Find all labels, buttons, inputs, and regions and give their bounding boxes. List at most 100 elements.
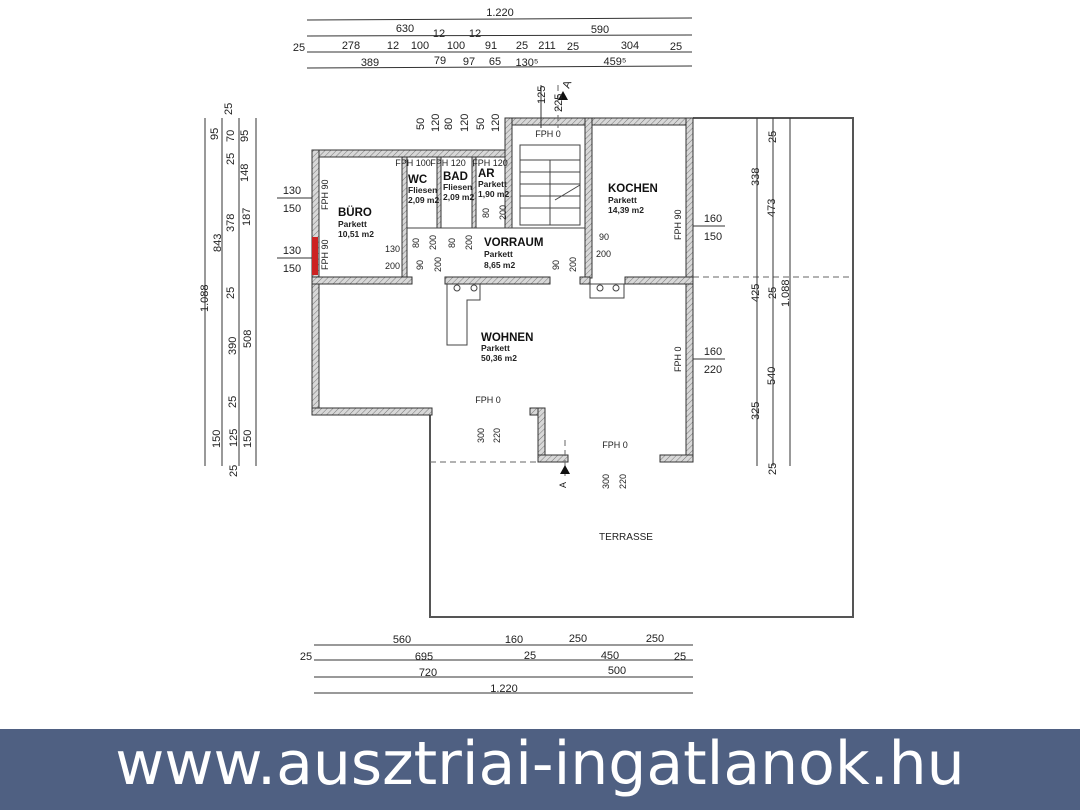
window-width: 160: [704, 346, 722, 358]
dim-label: 95: [239, 130, 251, 142]
dim-label: 1.220: [486, 7, 514, 19]
room-vorraum: VORRAUM Parkett 8,65 m2: [484, 237, 543, 270]
top-dimensions: 1.220 630 590 25 278 12 100 12 100 12 91…: [293, 7, 682, 132]
dim-label: 25: [225, 153, 237, 165]
dim-label: 25: [767, 287, 779, 299]
dim-label: 25: [524, 650, 536, 662]
bottom-dimensions: 560 160 250 250 25 695 25 450 25 720 500…: [300, 633, 686, 695]
dim-label: 150: [211, 430, 223, 448]
fph-label: FPH 90: [320, 179, 330, 210]
dim-label: 560: [393, 634, 411, 646]
room-name: WOHNEN: [481, 332, 533, 344]
room-area: 14,39 m2: [608, 205, 644, 215]
dim-label: 160: [505, 634, 523, 646]
fph-label: FPH 120: [430, 158, 466, 168]
window-width: 130: [283, 245, 301, 257]
dimension-lines: [204, 17, 791, 694]
section-label: A: [561, 78, 575, 90]
dim-label: 473: [766, 199, 778, 217]
dim-label: 91: [485, 40, 497, 52]
left-dimensions: 1.088 95 843 150 25 70 25 378 25 390 25 …: [199, 103, 312, 477]
room-floor: Fliesen: [408, 185, 437, 195]
dim-label: 25: [670, 41, 682, 53]
fph-label: FPH 0: [673, 346, 683, 372]
dim-label: 50: [475, 118, 487, 130]
dim-label: 590: [591, 24, 609, 36]
dim-label: 187: [241, 208, 253, 226]
dim-label: 79: [434, 55, 446, 67]
dim-label: 1.220: [490, 683, 518, 695]
window-height: 150: [283, 203, 301, 215]
dim-label: 25: [674, 651, 686, 663]
dim-label: 540: [766, 367, 778, 385]
section-label: A: [558, 482, 568, 488]
dim-label: 120: [490, 114, 502, 132]
dim-label: 25: [567, 41, 579, 53]
window-height: 220: [704, 364, 722, 376]
room-wohnen: WOHNEN Parkett 50,36 m2: [481, 332, 533, 363]
opening-width: 300: [476, 428, 486, 443]
room-area: 10,51 m2: [338, 229, 374, 239]
dim-label: 389: [361, 57, 379, 69]
dim-label: 508: [242, 330, 254, 348]
door-height: 200: [464, 235, 474, 250]
dim-label: 338: [750, 168, 762, 186]
dim-label: 1.088: [199, 284, 211, 312]
room-wc: WC Fliesen 2,09 m2: [408, 174, 439, 205]
dim-label: 250: [569, 633, 587, 645]
room-name: KOCHEN: [608, 183, 658, 195]
dim-label: 125: [228, 429, 240, 447]
dim-label: 80: [443, 118, 455, 130]
dim-label: 25: [225, 287, 237, 299]
dim-label: 25: [767, 131, 779, 143]
door-width: 80: [481, 208, 491, 218]
section-marker-icon: [558, 91, 568, 100]
dim-label: 150: [242, 430, 254, 448]
dim-label: 695: [415, 651, 433, 663]
dim-label: 97: [463, 56, 475, 68]
door-dimensions: 130 200 80 200 90 200 80 200 80 200 90 2…: [385, 205, 628, 489]
room-name: BAD: [443, 171, 468, 183]
dim-label: 148: [239, 164, 251, 182]
dim-label: 70: [225, 130, 237, 142]
room-floor: Parkett: [484, 249, 513, 259]
dim-label: 450: [601, 650, 619, 662]
door-width: 90: [599, 232, 609, 242]
dim-label: 250: [646, 633, 664, 645]
dim-label: 120: [459, 114, 471, 132]
door-width: 130: [385, 244, 400, 254]
window-width: 160: [704, 213, 722, 225]
opening-height: 220: [492, 428, 502, 443]
room-name: BÜRO: [338, 206, 372, 219]
dim-label: 325: [750, 402, 762, 420]
dim-label: 843: [212, 234, 224, 252]
opening-height: 220: [618, 474, 628, 489]
dim-label: 225: [553, 94, 565, 112]
fph-label: FPH 0: [475, 395, 501, 405]
door-width: 80: [447, 238, 457, 248]
room-name: AR: [478, 168, 495, 180]
window-height: 150: [704, 231, 722, 243]
fph-label: FPH 0: [602, 440, 628, 450]
room-bad: BAD Fliesen 2,09 m2: [443, 171, 474, 202]
dim-label: 500: [608, 665, 626, 677]
dim-label: 390: [227, 337, 239, 355]
room-ar: AR Parkett 1,90 m2: [478, 168, 509, 199]
dim-label: 425: [750, 284, 762, 302]
dim-label: 125: [536, 86, 548, 104]
website-url[interactable]: www.ausztriai-ingatlanok.hu: [115, 729, 965, 799]
window-height: 150: [283, 263, 301, 275]
dim-label: 12: [433, 28, 445, 40]
right-dimensions: 338 425 325 25 25 473 25 540 1.088 160 1…: [693, 131, 792, 475]
dim-label: 378: [225, 214, 237, 232]
room-name: VORRAUM: [484, 237, 543, 249]
dim-label: 65: [489, 56, 501, 68]
dim-label: 100: [411, 40, 429, 52]
fph-label: FPH 120: [472, 158, 508, 168]
room-name: WC: [408, 174, 427, 186]
website-banner: www.ausztriai-ingatlanok.hu: [0, 729, 1080, 810]
fph-label: FPH 100: [395, 158, 431, 168]
room-area: 8,65 m2: [484, 260, 515, 270]
dim-label: 12: [387, 40, 399, 52]
dim-label: 50: [415, 118, 427, 130]
